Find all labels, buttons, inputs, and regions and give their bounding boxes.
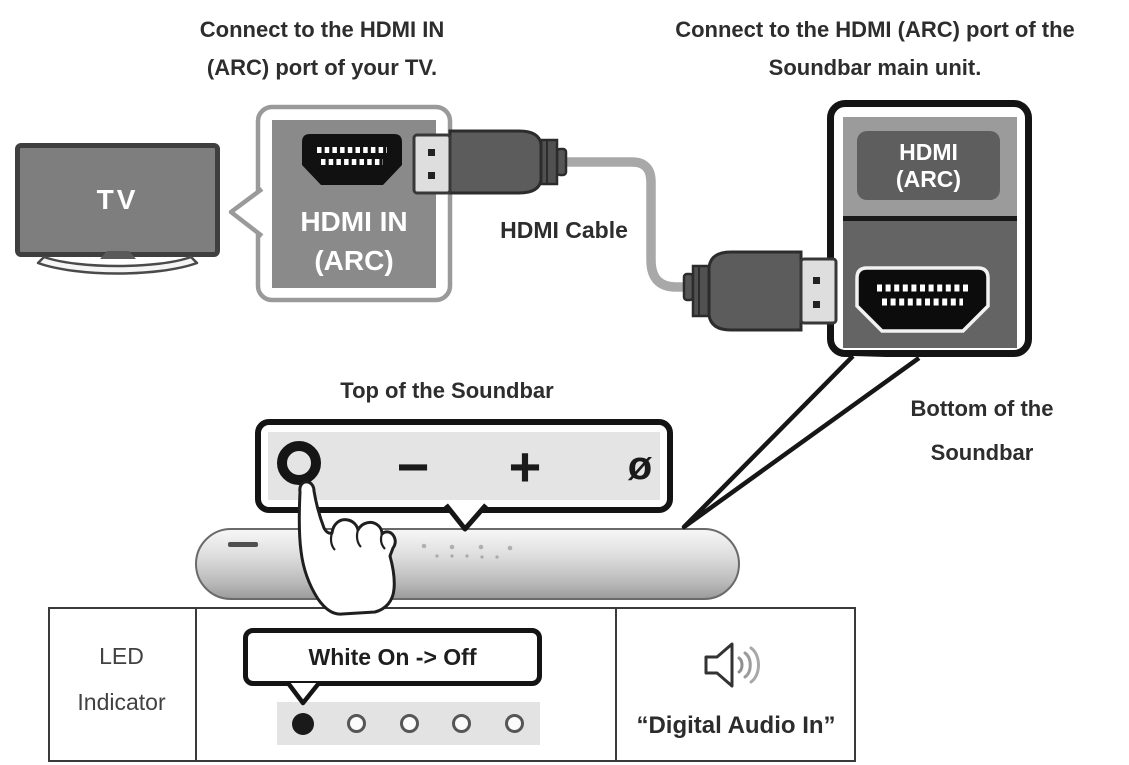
led-dot-off xyxy=(399,714,419,733)
soundbar-hdmi-arc-label-box xyxy=(857,131,1000,200)
tv-port-label-line1: HDMI IN xyxy=(300,206,408,237)
speaker-sound-icon xyxy=(704,642,760,688)
caption-soundbar-connect-line1: Connect to the HDMI (ARC) port of the xyxy=(675,17,1075,42)
caption-bottom-of-soundbar-line1: Bottom of the xyxy=(910,396,1054,421)
table-divider-1 xyxy=(195,607,197,762)
tv-hdmi-port-icon xyxy=(302,134,402,185)
soundbar-port-label-line2: (ARC) xyxy=(895,166,962,192)
soundbar-left-marking xyxy=(228,542,258,547)
soundbar-callout-bottom-panel xyxy=(843,216,1017,348)
led-indicator-label-line1: LED xyxy=(99,643,144,669)
tv-illustration: TV xyxy=(15,143,220,257)
hdmi-plug-right xyxy=(682,250,838,332)
caption-tv-connect-line1: Connect to the HDMI IN xyxy=(199,17,445,42)
voice-prompt-text: “Digital Audio In” xyxy=(636,712,836,739)
hdmi-cable-label: HDMI Cable xyxy=(500,217,628,243)
table-divider-2 xyxy=(615,607,617,762)
tv-port-label-line2: (ARC) xyxy=(314,245,394,276)
led-status-text: White On -> Off xyxy=(308,643,477,670)
caption-soundbar-connect-line2: Soundbar main unit. xyxy=(768,55,982,80)
soundbar-illustration xyxy=(195,528,740,600)
caption-tv-connect-line2: (ARC) port of your TV. xyxy=(206,55,438,80)
led-indicator-label-line2: Indicator xyxy=(77,689,166,715)
soundbar-port-label-line1: HDMI xyxy=(899,139,958,165)
led-strip xyxy=(277,702,540,745)
caption-bottom-of-soundbar-line2: Soundbar xyxy=(930,440,1034,465)
volume-up-icon: + xyxy=(508,434,542,498)
led-dot-off xyxy=(504,714,524,733)
mic-off-icon: ø xyxy=(627,443,653,488)
led-status-bubble: White On -> Off xyxy=(243,628,542,686)
hdmi-plug-left xyxy=(412,129,568,195)
led-dot-off xyxy=(451,714,471,733)
tv-label: TV xyxy=(96,184,139,215)
control-panel-surface xyxy=(268,432,660,500)
power-circle-icon xyxy=(277,441,321,485)
led-dot-off xyxy=(346,714,366,733)
caption-top-of-soundbar: Top of the Soundbar xyxy=(340,378,554,403)
led-dot-on xyxy=(292,712,314,735)
volume-down-icon: − xyxy=(396,434,430,498)
